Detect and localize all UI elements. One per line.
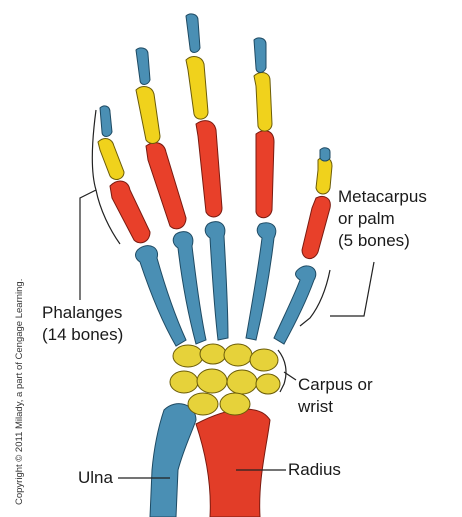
proximal-phalanx xyxy=(256,131,274,218)
metacarpus-leader xyxy=(330,262,374,316)
metacarpal-bone-middle xyxy=(205,222,228,340)
middle-phalanx xyxy=(186,57,208,120)
metacarpus-label-line3: (5 bones) xyxy=(338,230,427,252)
carpal-bone xyxy=(256,374,280,394)
distal-phalanx xyxy=(136,48,150,85)
carpal-bones xyxy=(170,344,280,415)
ulna-bone xyxy=(150,404,196,517)
proximal-phalanx xyxy=(302,196,330,258)
metacarpus-label-line2: or palm xyxy=(338,208,427,230)
metacarpal-bones xyxy=(136,222,316,346)
carpal-bone xyxy=(200,344,226,364)
phalanges-leader xyxy=(80,190,96,300)
carpal-bone xyxy=(224,344,252,366)
proximal-phalanx xyxy=(110,181,150,243)
phalanges-label-line2: (14 bones) xyxy=(42,324,123,346)
radius-bone xyxy=(196,409,270,517)
carpal-bone xyxy=(173,345,203,367)
middle-phalanx xyxy=(254,73,272,132)
carpal-bone xyxy=(220,393,250,415)
carpus-label-line2: wrist xyxy=(298,396,373,418)
carpal-bone xyxy=(188,393,218,415)
phalanges-label: Phalanges (14 bones) xyxy=(42,302,123,346)
proximal-phalanx xyxy=(196,121,222,217)
ulna-label: Ulna xyxy=(78,467,113,489)
phalanges-label-line1: Phalanges xyxy=(42,302,123,324)
metacarpal-bone-little xyxy=(136,246,187,346)
metacarpus-label-line1: Metacarpus xyxy=(338,186,427,208)
carpal-bone xyxy=(197,369,227,393)
carpal-bone xyxy=(227,370,257,394)
proximal-phalanx xyxy=(146,143,186,229)
copyright-notice: Copyright © 2011 Milady, a part of Cenga… xyxy=(14,279,25,505)
distal-phalanx xyxy=(254,38,266,73)
carpal-bone xyxy=(170,371,198,393)
forearm-bones xyxy=(150,404,270,517)
carpus-label-line1: Carpus or xyxy=(298,374,373,396)
metacarpus-label: Metacarpus or palm (5 bones) xyxy=(338,186,427,252)
middle-phalanx xyxy=(316,157,332,194)
distal-phalanx xyxy=(320,148,330,161)
middle-phalanx xyxy=(136,87,160,144)
carpal-bone xyxy=(250,349,278,371)
distal-phalanx xyxy=(186,14,200,53)
carpus-label: Carpus or wrist xyxy=(298,374,373,418)
distal-phalanx xyxy=(100,106,112,137)
middle-phalanx xyxy=(98,139,124,180)
metacarpal-bone-index xyxy=(246,223,276,340)
metacarpal-bone-thumb xyxy=(274,266,316,344)
radius-label: Radius xyxy=(288,459,341,481)
